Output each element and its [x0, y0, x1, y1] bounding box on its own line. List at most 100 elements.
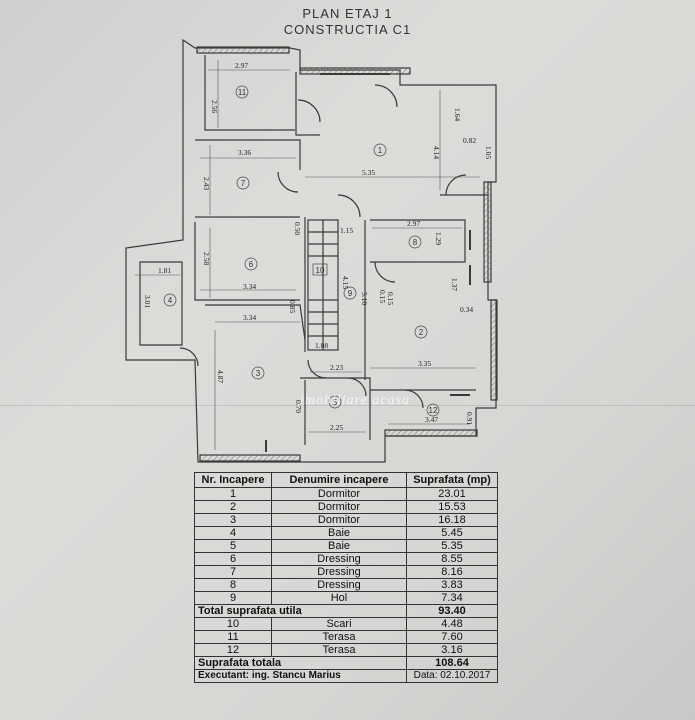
table-cell-nr: 2 [194, 500, 272, 514]
door [179, 347, 199, 367]
table-cell-name: Terasa [271, 643, 407, 657]
table-cell-nr: 7 [194, 565, 272, 579]
room-number: 9 [348, 289, 353, 298]
column-header: Denumire incapere [271, 472, 407, 488]
interior-wall [139, 261, 183, 346]
column-header: Suprafata (mp) [406, 472, 498, 488]
door [337, 194, 361, 218]
table-cell-area: 7.60 [406, 630, 498, 644]
dimension-label: 3.01 [143, 295, 152, 308]
dimension-label: 2.43 [202, 177, 211, 190]
table-cell-area: 8.55 [406, 552, 498, 566]
total-useful-row: Total suprafata utila 93.40 [194, 604, 498, 618]
dimension-label: 5.35 [362, 168, 375, 177]
dimension-label: 0.91 [465, 412, 474, 425]
dimension-label: 1.64 [453, 108, 462, 121]
table-cell-area: 4.48 [406, 617, 498, 631]
dimension-label: 1.29 [434, 232, 443, 245]
room-number: 10 [316, 266, 325, 275]
total-area-label: Suprafata totala [194, 656, 407, 670]
table-cell-name: Dormitor [271, 487, 407, 501]
dimension-label: 3.47 [425, 415, 438, 424]
dimension-label: 0.82 [463, 136, 476, 145]
dimension-label: 0.85 [288, 300, 297, 313]
dimension-label: 0.34 [460, 305, 473, 314]
dimension-label: 3.35 [418, 359, 431, 368]
room-number: 12 [429, 406, 438, 415]
dimension-label: 1.15 [340, 226, 353, 235]
table-cell-area: 3.83 [406, 578, 498, 592]
dimension-label: 2.25 [330, 423, 343, 432]
table-cell-nr: 4 [194, 526, 272, 540]
hatched-wall [384, 429, 478, 437]
door [307, 359, 327, 379]
door [374, 261, 396, 283]
door [404, 389, 424, 409]
dimension-label: 2.56 [210, 100, 219, 113]
executant-text: Executant: ing. Stancu Marius [194, 669, 407, 683]
dimension-label: 1.81 [158, 266, 171, 275]
interior-wall [295, 72, 320, 136]
room-number: 3 [256, 369, 261, 378]
dimension-label: 4.15 [341, 276, 350, 289]
table-cell-area: 8.16 [406, 565, 498, 579]
table-cell-nr: 8 [194, 578, 272, 592]
interior-wall [194, 222, 300, 301]
date-text: Data: 02.10.2017 [406, 669, 498, 683]
room-number: 6 [249, 260, 254, 269]
dimension-label: 3.36 [238, 148, 251, 157]
dimension-label: 1.05 [484, 146, 493, 159]
dimension-label: 2.97 [407, 219, 420, 228]
table-cell-nr: 10 [194, 617, 272, 631]
column-header: Nr. Incapere [194, 472, 272, 488]
table-cell-nr: 1 [194, 487, 272, 501]
dimension-label: 2.97 [235, 61, 248, 70]
door [277, 171, 299, 193]
table-cell-name: Dormitor [271, 513, 407, 527]
room-number: 1 [378, 146, 383, 155]
dimension-label: 3.34 [243, 313, 256, 322]
table-header-row: Nr. Incapere Denumire incapere Suprafata… [194, 472, 498, 488]
signature-row: Executant: ing. Stancu Marius Data: 02.1… [194, 669, 498, 683]
dimension-label: 0.15 [386, 292, 395, 305]
table-cell-area: 16.18 [406, 513, 498, 527]
table-cell-name: Baie [271, 526, 407, 540]
floor-plan: 11 1 7 8 6 10 9 4 2 3 5 12 [125, 38, 498, 463]
room-number: 2 [419, 328, 424, 337]
hatched-wall [490, 299, 498, 401]
plan-subtitle: CONSTRUCTIA C1 [283, 22, 412, 37]
room-number: 4 [168, 296, 173, 305]
table-cell-area: 23.01 [406, 487, 498, 501]
door [445, 174, 467, 196]
table-cell-name: Hol [271, 591, 407, 605]
total-area-value: 108.64 [406, 656, 498, 670]
door [297, 99, 321, 123]
table-cell-area: 5.35 [406, 539, 498, 553]
table-cell-nr: 11 [194, 630, 272, 644]
dimension-label: 4.14 [432, 146, 441, 159]
table-cell-name: Scari [271, 617, 407, 631]
table-cell-nr: 5 [194, 539, 272, 553]
room-number: 7 [241, 179, 246, 188]
hatched-wall [196, 46, 290, 54]
interior-wall [205, 304, 306, 341]
interior-wall [370, 219, 466, 263]
table-cell-area: 5.45 [406, 526, 498, 540]
table-cell-area: 15.53 [406, 500, 498, 514]
interior-wall [204, 55, 295, 131]
interior-wall [195, 139, 301, 170]
room-number: 5 [333, 398, 338, 407]
dimension-label: 2.23 [330, 363, 343, 372]
watermark-text: imobiliare acasa [300, 393, 410, 408]
dimension-label: 1.37 [450, 278, 459, 291]
